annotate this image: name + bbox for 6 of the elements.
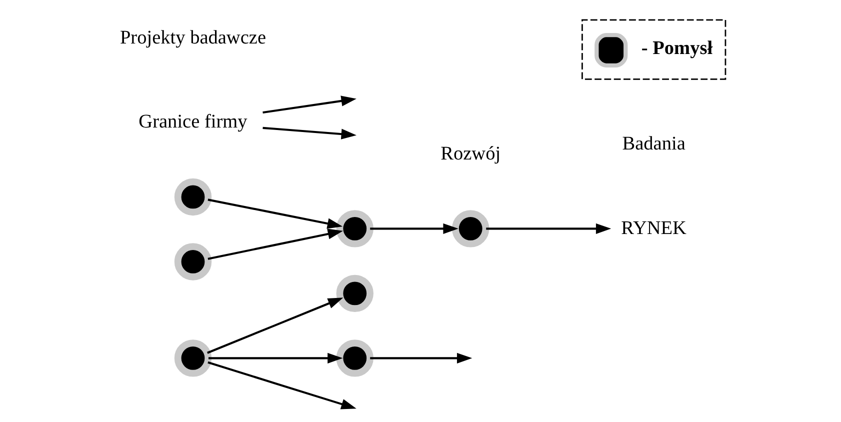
label: Rozwój	[440, 143, 500, 164]
label: Badania	[622, 134, 685, 155]
label: Projekty badawcze	[119, 28, 266, 49]
node-text: Granice firmy	[138, 112, 247, 133]
node-text: RYNEK	[620, 218, 686, 239]
legend-label: - Pomysł	[640, 38, 712, 59]
